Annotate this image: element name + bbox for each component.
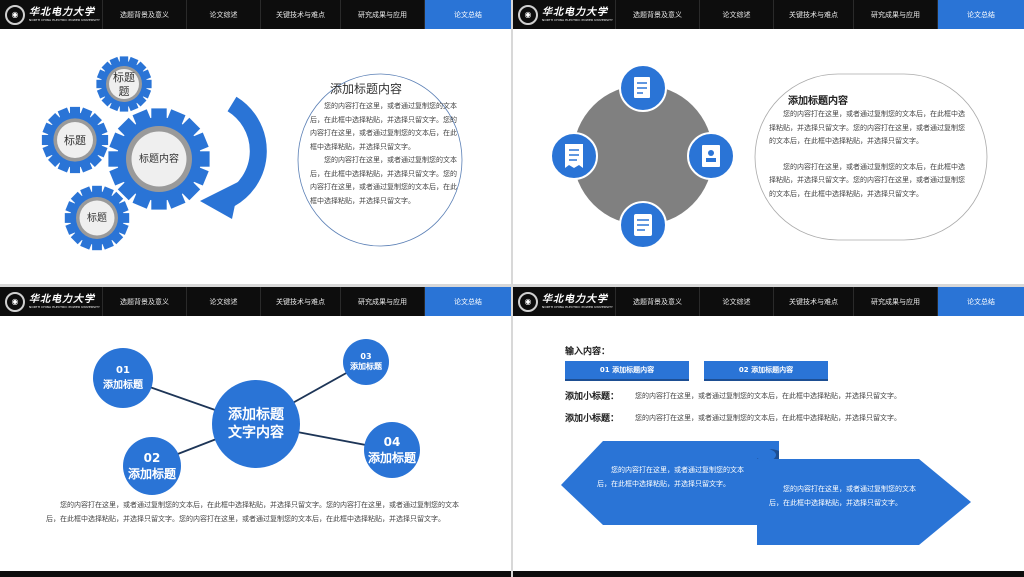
text-rounded-box	[754, 73, 988, 241]
subtitle-text-1: 您的内容打在这里，或者通过复制您的文本后，在此框中选择粘贴，并选择只留文字。	[635, 391, 901, 400]
logo-en: NORTH CHINA ELECTRIC POWER UNIVERSITY	[542, 18, 613, 22]
gears-diagram: 标题 题 标题 标题内容 标题	[41, 56, 267, 251]
node-02-num: 02	[143, 450, 161, 465]
node-03-num: 03	[360, 352, 372, 361]
logo-cn: 华北电力大学	[542, 7, 608, 18]
tab-button-2[interactable]: 02 添加标题内容	[704, 361, 828, 379]
emblem-icon: ◉	[518, 4, 538, 25]
node-03-label: 添加标题	[350, 362, 382, 371]
tab-summary[interactable]: 论文总结	[937, 0, 1024, 29]
icon-cycle-diagram	[550, 64, 735, 249]
tab-background[interactable]: 选题背景及意义	[615, 0, 699, 29]
center-node[interactable]: 添加标题 文字内容	[212, 380, 300, 468]
subtitle-text-2: 您的内容打在这里，或者通过复制您的文本后，在此框中选择粘贴，并选择只留文字。	[635, 413, 901, 422]
tab-summary[interactable]: 论文总结	[937, 287, 1024, 316]
tab-summary[interactable]: 论文总结	[424, 0, 511, 29]
subtitle-label-1: 添加小标题：	[565, 392, 620, 402]
gear-center-label: 标题内容	[139, 152, 179, 165]
university-logo[interactable]: ◉ 华北电力大学 NORTH CHINA ELECTRIC POWER UNIV…	[0, 287, 102, 316]
nav-bar: ◉ 华北电力大学 NORTH CHINA ELECTRIC POWER UNIV…	[0, 0, 511, 29]
gear-left-label: 标题	[64, 133, 86, 147]
gear-top-label-2: 题	[119, 85, 130, 98]
tab-background[interactable]: 选题背景及意义	[615, 287, 699, 316]
slide1-paragraph-2: 您的内容打在这里，或者通过复制您的文本后，在此框中选择粘贴，并选择只留文字。您的…	[310, 156, 457, 205]
tab-key-tech[interactable]: 关键技术与难点	[260, 0, 340, 29]
slide2-title: 添加标题内容	[788, 96, 848, 107]
subtitle-row-1: 添加小标题： 您的内容打在这里，或者通过复制您的文本后，在此框中选择粘贴，并选择…	[565, 389, 901, 403]
center-line-2: 文字内容	[228, 425, 284, 441]
slide-2[interactable]: ◉ 华北电力大学 NORTH CHINA ELECTRIC POWER UNIV…	[513, 0, 1024, 284]
receipt-icon	[565, 144, 583, 168]
next-slide-strip-left	[0, 571, 511, 577]
node-04-label: 添加标题	[367, 450, 416, 465]
slide-4[interactable]: ◉ 华北电力大学 NORTH CHINA ELECTRIC POWER UNIV…	[513, 287, 1024, 571]
logo-en: NORTH CHINA ELECTRIC POWER UNIVERSITY	[29, 18, 100, 22]
tab-review[interactable]: 论文综述	[186, 287, 260, 316]
nav-bar: ◉ 华北电力大学 NORTH CHINA ELECTRIC POWER UNIV…	[513, 287, 1024, 316]
logo-en: NORTH CHINA ELECTRIC POWER UNIVERSITY	[29, 305, 100, 309]
input-label: 输入内容：	[565, 347, 611, 357]
tab-button-1[interactable]: 01 添加标题内容	[565, 361, 689, 379]
text-ellipse	[297, 73, 463, 247]
gear-top	[96, 56, 152, 112]
arrow-left-text: 您的内容打在这里，或者通过复制您的文本后，在此框中选择粘贴，并选择只留文字。	[597, 466, 744, 488]
logo-en: NORTH CHINA ELECTRIC POWER UNIVERSITY	[542, 305, 613, 309]
emblem-icon: ◉	[5, 4, 25, 25]
arrow-left-shape	[561, 441, 779, 525]
tab-review[interactable]: 论文综述	[699, 287, 773, 316]
university-logo[interactable]: ◉ 华北电力大学 NORTH CHINA ELECTRIC POWER UNIV…	[513, 287, 615, 316]
tab-review[interactable]: 论文综述	[186, 0, 260, 29]
curved-arrow-icon	[225, 96, 267, 207]
tab-background[interactable]: 选题背景及意义	[102, 287, 186, 316]
slide1-title: 添加标题内容	[330, 82, 403, 96]
tab-summary[interactable]: 论文总结	[424, 287, 511, 316]
slide-3[interactable]: ◉ 华北电力大学 NORTH CHINA ELECTRIC POWER UNIV…	[0, 287, 511, 571]
node-04-num: 04	[383, 434, 401, 449]
logo-cn: 华北电力大学	[542, 294, 608, 305]
center-line-1: 添加标题	[228, 407, 284, 423]
university-logo[interactable]: ◉ 华北电力大学 NORTH CHINA ELECTRIC POWER UNIV…	[0, 0, 102, 29]
node-03[interactable]: 03 添加标题	[343, 339, 389, 385]
arrow-right-shape	[757, 459, 971, 545]
slide3-paragraph: 您的内容打在这里，或者通过复制您的文本后，在此框中选择粘贴，并选择只留文字。您的…	[46, 501, 459, 523]
logo-cn: 华北电力大学	[29, 7, 95, 18]
tab-results[interactable]: 研究成果与应用	[853, 0, 937, 29]
gear-top-label-1: 标题	[113, 70, 135, 84]
tab-review[interactable]: 论文综述	[699, 0, 773, 29]
tab-key-tech[interactable]: 关键技术与难点	[773, 287, 853, 316]
tab-background[interactable]: 选题背景及意义	[102, 0, 186, 29]
university-logo[interactable]: ◉ 华北电力大学 NORTH CHINA ELECTRIC POWER UNIV…	[513, 0, 615, 29]
tab-results[interactable]: 研究成果与应用	[853, 287, 937, 316]
slide1-paragraph-1: 您的内容打在这里，或者通过复制您的文本后，在此框中选择粘贴，并选择只留文字。您的…	[310, 102, 457, 151]
subtitle-label-2: 添加小标题：	[565, 414, 620, 424]
node-01[interactable]: 01 添加标题	[93, 348, 153, 408]
arrow-banners	[561, 441, 971, 545]
logo-cn: 华北电力大学	[29, 294, 95, 305]
nav-bar: ◉ 华北电力大学 NORTH CHINA ELECTRIC POWER UNIV…	[0, 287, 511, 316]
slide2-paragraph-1: 您的内容打在这里，或者通过复制您的文本后，在此框中选择粘贴，并选择只留文字。您的…	[769, 110, 965, 145]
tab-key-tech[interactable]: 关键技术与难点	[260, 287, 340, 316]
tab-results[interactable]: 研究成果与应用	[340, 0, 424, 29]
emblem-icon: ◉	[518, 291, 538, 312]
nav-bar: ◉ 华北电力大学 NORTH CHINA ELECTRIC POWER UNIV…	[513, 0, 1024, 29]
tab-key-tech[interactable]: 关键技术与难点	[773, 0, 853, 29]
subtitle-row-2: 添加小标题： 您的内容打在这里，或者通过复制您的文本后，在此框中选择粘贴，并选择…	[565, 411, 901, 425]
slide2-paragraph-2: 您的内容打在这里，或者通过复制您的文本后，在此框中选择粘贴，并选择只留文字。您的…	[769, 162, 965, 198]
emblem-icon: ◉	[5, 291, 25, 312]
next-slide-strip-right	[513, 571, 1024, 577]
node-01-num: 01	[116, 365, 130, 376]
node-02-label: 添加标题	[127, 466, 176, 481]
arrow-right-text: 您的内容打在这里，或者通过复制您的文本后，在此框中选择粘贴，并选择只留文字。	[769, 485, 916, 507]
node-01-label: 添加标题	[103, 380, 143, 391]
node-02[interactable]: 02 添加标题	[123, 437, 181, 495]
tab-results[interactable]: 研究成果与应用	[340, 287, 424, 316]
node-04[interactable]: 04 添加标题	[364, 422, 420, 478]
slide-1[interactable]: ◉ 华北电力大学 NORTH CHINA ELECTRIC POWER UNIV…	[0, 0, 511, 284]
gear-bottom-label: 标题	[87, 212, 107, 224]
